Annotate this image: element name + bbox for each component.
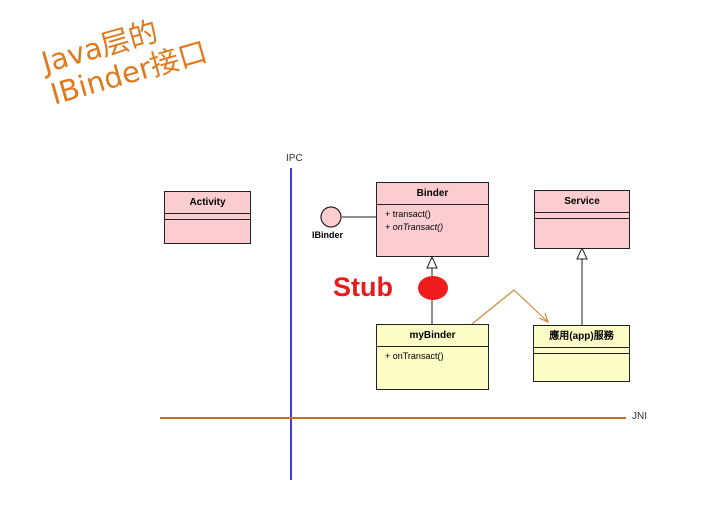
mybinder-class-name: myBinder — [377, 325, 488, 347]
mybinder-op-ontransact: + onTransact() — [385, 351, 444, 361]
service-class: Service — [534, 190, 630, 249]
ibinder-interface-circle — [320, 206, 342, 228]
dependency-arrowhead — [538, 312, 549, 324]
binder-class: Binder + transact() + onTransact() — [376, 182, 489, 257]
stub-label: Stub — [333, 272, 393, 302]
stub-marker — [418, 276, 448, 300]
activity-class-name: Activity — [165, 192, 250, 214]
binder-op-ontransact: + onTransact() — [385, 222, 444, 232]
jni-boundary-line — [160, 417, 626, 419]
app-service-attributes — [534, 348, 629, 354]
app-service-class-name: 應用(app)服務 — [534, 326, 629, 348]
binder-op-transact: + transact() — [385, 209, 431, 219]
service-class-name: Service — [535, 191, 629, 213]
binder-inheritance-arrowhead — [426, 255, 438, 269]
ipc-label: IPC — [286, 153, 303, 164]
mybinder-operations: + onTransact() — [377, 347, 488, 366]
app-service-class: 應用(app)服務 — [533, 325, 630, 382]
jni-label: JNI — [632, 411, 647, 422]
binder-operations: + transact() + onTransact() — [377, 205, 488, 237]
dependency-line — [471, 289, 549, 325]
ibinder-label: IBinder — [312, 230, 344, 240]
activity-class: Activity — [164, 191, 251, 244]
service-attributes — [535, 213, 629, 219]
binder-class-name: Binder — [377, 183, 488, 205]
service-inheritance-arrowhead — [576, 246, 588, 260]
mybinder-class: myBinder + onTransact() — [376, 324, 489, 390]
ipc-boundary-line — [290, 168, 292, 480]
activity-attributes — [165, 214, 250, 220]
